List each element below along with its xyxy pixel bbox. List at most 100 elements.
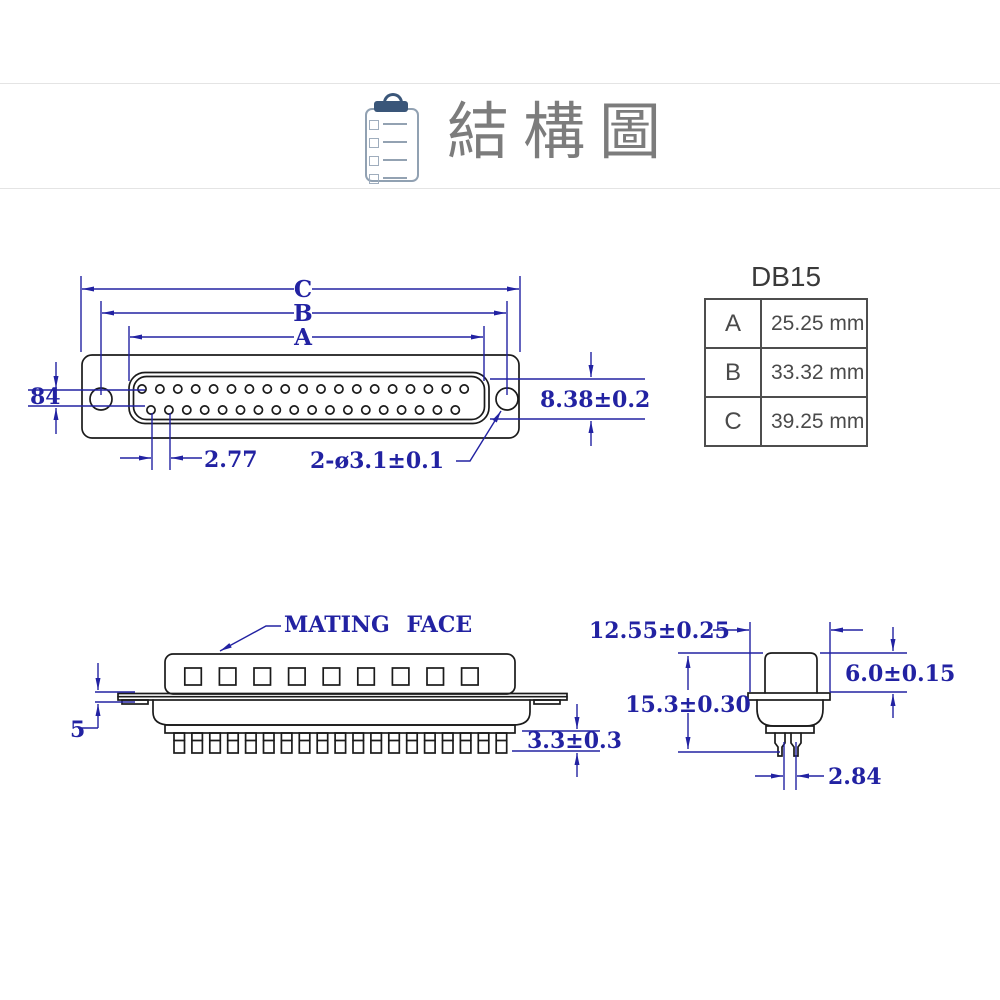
dim-pin-pitch: 2.77 bbox=[204, 447, 258, 473]
solder-pin bbox=[477, 732, 490, 754]
pin-hole bbox=[253, 405, 264, 415]
pin-hole bbox=[208, 384, 219, 394]
table-row: B 33.32 mm bbox=[704, 347, 868, 398]
shell-hole bbox=[218, 667, 237, 686]
checklist-line bbox=[383, 177, 407, 179]
checkbox-icon bbox=[369, 138, 379, 148]
shell-hole bbox=[287, 667, 306, 686]
shell-hole bbox=[356, 667, 376, 686]
pin-hole bbox=[351, 384, 362, 394]
page-title: 結構圖 bbox=[447, 95, 676, 168]
solder-pin bbox=[173, 732, 186, 754]
value-cell: 25.25 mm bbox=[760, 298, 868, 349]
value-cell: 33.32 mm bbox=[760, 347, 868, 398]
solder-pin bbox=[423, 732, 436, 754]
pin-hole bbox=[459, 384, 470, 394]
checklist-line bbox=[383, 123, 407, 125]
end-view-drawing: 12.55±0.25 6.0±0.15 15.3±0.30 2.84 bbox=[589, 618, 955, 790]
shell-hole bbox=[391, 667, 410, 686]
dsub-insert-inner bbox=[132, 375, 486, 421]
mating-face-label: MATING FACE bbox=[284, 612, 472, 638]
pin-hole bbox=[396, 405, 407, 415]
pin-hole bbox=[405, 384, 416, 394]
shell-hole bbox=[426, 667, 445, 686]
side-flange-lip-right bbox=[533, 699, 561, 705]
pin-hole bbox=[307, 405, 318, 415]
pin-hole bbox=[316, 384, 326, 394]
pin-hole bbox=[441, 384, 452, 394]
pin-hole bbox=[423, 384, 434, 394]
clipboard-clip-bar bbox=[374, 101, 408, 112]
table-row: A 25.25 mm bbox=[704, 298, 868, 349]
pin-hole bbox=[235, 405, 246, 415]
pin-hole bbox=[262, 384, 273, 394]
solder-pin bbox=[441, 732, 454, 754]
pin-hole bbox=[199, 405, 210, 415]
front-view-drawing: C B A 84 8.38±0.2 bbox=[28, 276, 650, 474]
dim-pin-length: 3.3±0.3 bbox=[527, 728, 622, 754]
shell-hole bbox=[183, 667, 203, 686]
dim-height: 8.38±0.2 bbox=[540, 387, 650, 413]
spec-table: DB15 A 25.25 mm B 33.32 mm C 39.25 mm bbox=[704, 261, 868, 447]
solder-pin bbox=[495, 732, 508, 754]
end-flange bbox=[747, 692, 831, 701]
param-cell: B bbox=[704, 347, 762, 398]
pin-hole bbox=[217, 405, 228, 415]
dim-label-c: C bbox=[294, 276, 312, 303]
end-body bbox=[756, 699, 824, 727]
pin-row-bottom bbox=[146, 405, 461, 415]
shell-hole bbox=[253, 667, 272, 686]
value-cell: 39.25 mm bbox=[760, 396, 868, 447]
pin-hole bbox=[298, 384, 309, 394]
pin-hole bbox=[289, 405, 300, 415]
pin-hole bbox=[280, 384, 291, 394]
pin-hole bbox=[190, 384, 201, 394]
end-top-block bbox=[764, 652, 818, 694]
solder-pin bbox=[191, 732, 204, 754]
pin-hole bbox=[181, 405, 192, 415]
dim-flange-thickness: 5 bbox=[70, 717, 85, 743]
pin-hole bbox=[342, 405, 353, 415]
pin-hole bbox=[432, 405, 443, 415]
dim-upper-height: 6.0±0.15 bbox=[845, 661, 955, 687]
checklist-line bbox=[383, 159, 407, 161]
dim-label-a: A bbox=[293, 324, 313, 351]
clipboard-checklist-icon bbox=[362, 93, 422, 186]
solder-pin bbox=[262, 732, 275, 754]
end-bottom-plate bbox=[765, 725, 815, 734]
solder-pin bbox=[280, 732, 293, 754]
shell-hole bbox=[322, 667, 341, 686]
pin-hole bbox=[154, 384, 165, 394]
solder-pin bbox=[370, 732, 383, 754]
pin-hole bbox=[333, 384, 344, 394]
checkbox-icon bbox=[369, 174, 379, 184]
solder-pin bbox=[405, 732, 419, 754]
pin-hole bbox=[163, 405, 174, 415]
pin-hole bbox=[378, 405, 389, 415]
dim-mounting-holes: 2-ø3.1±0.1 bbox=[310, 448, 444, 474]
solder-pin bbox=[334, 732, 347, 754]
pin-hole bbox=[387, 384, 398, 394]
dsub-insert-outer bbox=[128, 371, 490, 425]
dim-flange-width: 12.55±0.25 bbox=[589, 618, 730, 644]
spec-table-grid: A 25.25 mm B 33.32 mm C 39.25 mm bbox=[704, 298, 868, 447]
dim-total-height: 15.3±0.30 bbox=[625, 692, 751, 718]
dim-vertical-left: 84 bbox=[30, 384, 61, 410]
spec-table-title: DB15 bbox=[750, 261, 822, 292]
side-view-pins bbox=[173, 732, 508, 754]
solder-pin bbox=[459, 732, 472, 754]
solder-pin bbox=[298, 732, 311, 754]
connector-shell bbox=[81, 354, 520, 439]
pin-hole bbox=[325, 405, 335, 415]
solder-pin bbox=[208, 732, 222, 754]
clipboard-clip-ring bbox=[383, 93, 403, 105]
pin-hole bbox=[369, 384, 380, 394]
checkbox-icon bbox=[369, 120, 379, 130]
pin-hole bbox=[271, 405, 282, 415]
header-divider-top bbox=[0, 83, 1000, 84]
pin-hole bbox=[226, 384, 237, 394]
pin-hole bbox=[244, 384, 255, 394]
solder-pin bbox=[352, 732, 365, 754]
